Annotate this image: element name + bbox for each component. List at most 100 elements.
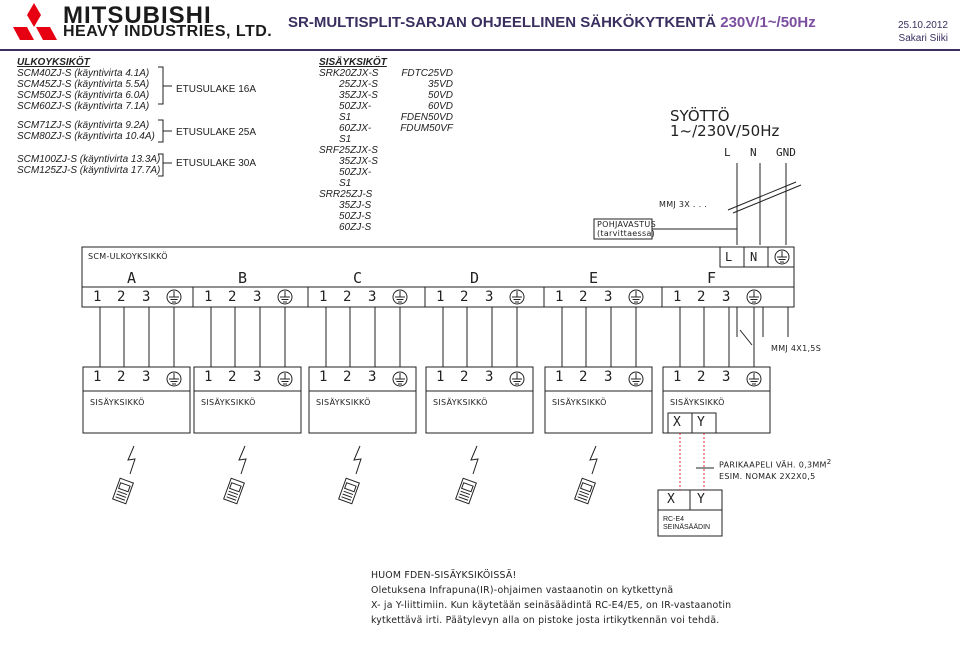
ir-remote-icon [455, 445, 479, 505]
outdoor-terminal-label: 3 [142, 289, 151, 305]
indoor-unit-box [425, 366, 534, 434]
outdoor-port-label: F [707, 269, 717, 287]
indoor-unit-label: SISÄYKSIKKÖ [552, 398, 607, 407]
brand-subtitle: HEAVY INDUSTRIES, LTD. [63, 23, 273, 40]
outdoor-n-label: N [750, 250, 758, 264]
indoor-model: FDUM50VF [400, 123, 453, 134]
indoor-terminal-ground-icon [277, 371, 293, 387]
indoor-terminal-ground-icon [392, 371, 408, 387]
indoor-terminal-ground-icon [628, 371, 644, 387]
outdoor-box-label: SCM-ULKOYKSIKKÖ [88, 252, 168, 261]
outdoor-unit: SCM100ZJ-S (käyntivirta 13.3A) [17, 154, 161, 165]
indoor-terminal-label: 3 [142, 369, 151, 385]
note-line: kytkettävä irti. Päätylevyn alla on pist… [371, 615, 720, 626]
title-voltage: 230V/1~/50Hz [720, 14, 816, 31]
outdoor-port-label: D [470, 269, 480, 287]
outdoor-terminal-label: 3 [604, 289, 613, 305]
indoor-units-col-1: SRK20ZJX-S 25ZJX-S 35ZJX-S 50ZJX-S1 60ZJ… [319, 68, 383, 233]
outdoor-terminal-label: 2 [697, 289, 706, 305]
indoor-unit-label: SISÄYKSIKKÖ [670, 398, 725, 407]
title-text: SR-MULTISPLIT-SARJAN OHJEELLINEN SÄHKÖKY… [288, 14, 721, 31]
indoor-model: 50ZJ-S [339, 211, 372, 222]
indoor-unit-box [193, 366, 302, 434]
outdoor-terminal-ground-icon [628, 289, 644, 305]
rc-x-label: X [667, 492, 675, 507]
outdoor-terminal-label: 1 [673, 289, 682, 305]
outdoor-unit: SCM80ZJ-S (käyntivirta 10.4A) [17, 131, 155, 142]
indoor-terminal-label: 1 [555, 369, 564, 385]
outdoor-terminal-ground-icon [392, 289, 408, 305]
outdoor-unit: SCM45ZJ-S (käyntivirta 5.5A) [17, 79, 150, 90]
indoor-terminal-label: 1 [319, 369, 328, 385]
indoor-terminal-label: 3 [368, 369, 377, 385]
outdoor-terminal-label: 1 [319, 289, 328, 305]
ir-remote-icon [338, 445, 362, 505]
outdoor-terminal-ground-icon [746, 289, 762, 305]
indoor-terminal-label: 2 [117, 369, 126, 385]
pair-cable-sup: 2 [826, 458, 832, 466]
indoor-terminal-label: 1 [673, 369, 682, 385]
indoor-terminal-label: 3 [485, 369, 494, 385]
outdoor-port-label: B [238, 269, 248, 287]
outdoor-terminal-label: 3 [253, 289, 262, 305]
document-date: 25.10.2012 [897, 20, 948, 31]
supply-gnd-label: GND [776, 146, 796, 159]
header-divider [0, 49, 960, 51]
outdoor-terminal-label: 2 [579, 289, 588, 305]
pair-cable-line1: PARIKAAPELI VÄH. 0,3MM [719, 460, 827, 470]
indoor-terminal-label: 3 [253, 369, 262, 385]
ir-remote-icon [223, 445, 247, 505]
brand-name: MITSUBISHI [63, 2, 212, 29]
rc-e4-label: RC-E4 SEINÄSÄÄDIN [663, 516, 710, 532]
outdoor-terminal-label: 3 [368, 289, 377, 305]
outdoor-terminal-label: 2 [343, 289, 352, 305]
indoor-terminal-label: 2 [228, 369, 237, 385]
fuse-label-16a: ETUSULAKE 16A [176, 84, 257, 95]
pair-cable-label: PARIKAAPELI VÄH. 0,3MM2 ESIM. NOMAK 2X2X… [719, 457, 832, 482]
indoor-units-heading: SISÄYKSIKÖT [319, 57, 387, 68]
indoor-model: 35ZJ-S [339, 200, 372, 211]
indoor-terminal-label: 3 [604, 369, 613, 385]
indoor-terminal-label: 2 [697, 369, 706, 385]
fden-note: HUOM FDEN-SISÄYKSIKÖISSÄ! Oletuksena Inf… [371, 568, 731, 628]
indoor-terminal-label: 2 [460, 369, 469, 385]
note-heading: HUOM FDEN-SISÄYKSIKÖISSÄ! [371, 570, 517, 581]
note-line: Oletuksena Infrapuna(IR)-ohjaimen vastaa… [371, 585, 674, 596]
indoor-terminal-ground-icon [166, 371, 182, 387]
outdoor-unit-group-3: SCM100ZJ-S (käyntivirta 13.3A) SCM125ZJ-… [17, 154, 160, 176]
rc-model: RC-E4 [663, 516, 685, 523]
outdoor-unit: SCM125ZJ-S (käyntivirta 17.7A) [17, 165, 161, 176]
indoor-terminal-label: 3 [722, 369, 731, 385]
indoor-model: 50VD [427, 90, 453, 101]
ir-remote-icon [574, 445, 598, 505]
mitsubishi-logo [10, 2, 58, 44]
indoor-model: 25ZJX-S [339, 79, 378, 90]
outdoor-terminal-ground-icon [166, 289, 182, 305]
outdoor-terminal-label: 2 [460, 289, 469, 305]
outdoor-port-label: C [353, 269, 363, 287]
indoor-terminal-label: 1 [93, 369, 102, 385]
outdoor-terminal-label: 1 [436, 289, 445, 305]
outdoor-unit: SCM40ZJ-S (käyntivirta 4.1A) [17, 68, 150, 79]
outdoor-terminal-ground-icon [509, 289, 525, 305]
indoor-unit-label: SISÄYKSIKKÖ [90, 398, 145, 407]
indoor-unit-label: SISÄYKSIKKÖ [316, 398, 371, 407]
outdoor-terminal-label: 1 [204, 289, 213, 305]
indoor-unit-box [544, 366, 653, 434]
outdoor-terminal-label: 3 [485, 289, 494, 305]
indoor-model: SRF25ZJX-S [319, 145, 378, 156]
outdoor-port-label: E [589, 269, 599, 287]
indoor-model: SRR25ZJ-S [319, 189, 373, 200]
indoor-model: FDEN50VD [400, 112, 453, 123]
indoor-model: 60VD [427, 101, 453, 112]
base-heater-line1: POHJAVASTUS [597, 220, 656, 229]
outdoor-port-label: A [127, 269, 137, 287]
outdoor-l-label: L [725, 250, 733, 264]
note-line: X- ja Y-liittimiin. Kun käytetään seinäs… [371, 600, 732, 611]
indoor-terminal-label: 1 [436, 369, 445, 385]
page-title: SR-MULTISPLIT-SARJAN OHJEELLINEN SÄHKÖKY… [288, 14, 816, 31]
outdoor-units-heading: ULKOYKSIKÖT [17, 57, 90, 68]
supply-l-label: L [724, 146, 731, 159]
outdoor-unit: SCM60ZJ-S (käyntivirta 7.1A) [17, 101, 150, 112]
